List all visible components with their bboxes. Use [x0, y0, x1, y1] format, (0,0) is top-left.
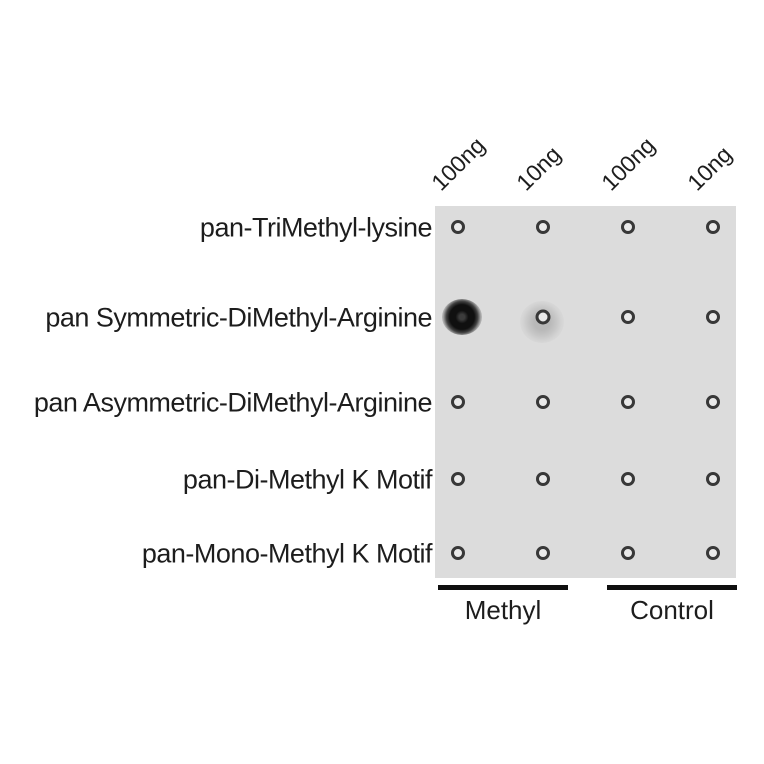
blot-dot-open — [451, 546, 465, 560]
blot-dot-open — [451, 395, 465, 409]
antibody-label: pan-TriMethyl-lysine — [199, 212, 433, 243]
strong-signal-spot — [442, 299, 482, 335]
blot-dot-open — [621, 546, 635, 560]
blot-dot-open — [706, 395, 720, 409]
column-header: 100ng — [596, 131, 660, 196]
blot-dot-open — [536, 220, 550, 234]
antibody-label: pan Symmetric-DiMethyl-Arginine — [45, 302, 432, 333]
blot-dot-open — [621, 472, 635, 486]
blot-dot-open — [706, 220, 720, 234]
blot-dot-open — [621, 220, 635, 234]
blot-membrane — [435, 206, 736, 578]
column-header: 10ng — [511, 141, 566, 196]
group-underline — [438, 585, 568, 590]
blot-dot-open — [621, 395, 635, 409]
antibody-label: pan-Mono-Methyl K Motif — [141, 538, 433, 569]
blot-dot-open — [621, 310, 635, 324]
blot-dot-open — [706, 472, 720, 486]
group-underline — [607, 585, 737, 590]
group-label: Control — [630, 595, 714, 625]
blot-dot-open — [536, 546, 550, 560]
antibody-label: pan Asymmetric-DiMethyl-Arginine — [33, 387, 433, 418]
column-header: 10ng — [682, 141, 737, 196]
blot-dot-open — [536, 472, 550, 486]
blot-dot-open — [706, 546, 720, 560]
blot-dot-open — [451, 472, 465, 486]
antibody-label: pan-Di-Methyl K Motif — [182, 464, 433, 495]
blot-dot-faint — [535, 309, 551, 325]
group-label: Methyl — [464, 595, 542, 625]
column-header: 100ng — [426, 131, 490, 196]
blot-dot-open — [706, 310, 720, 324]
blot-dot-open — [536, 395, 550, 409]
blot-dot-open — [451, 220, 465, 234]
